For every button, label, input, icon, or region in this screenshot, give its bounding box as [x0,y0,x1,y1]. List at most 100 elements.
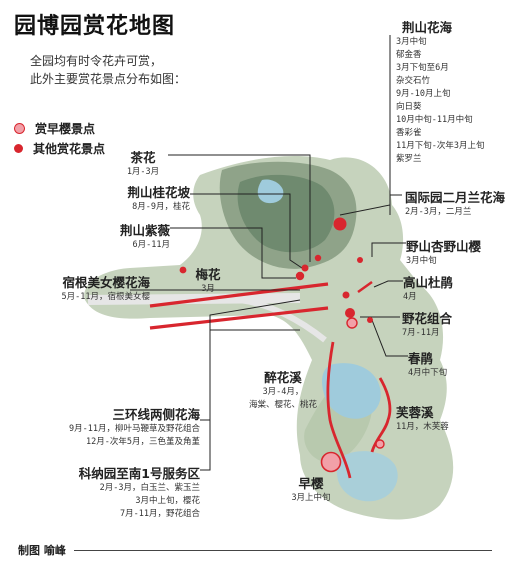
label-kena: 科纳园至南1号服务区 2月-3月，白玉兰、紫玉兰 3月中上旬，樱花 7月-11月… [6,463,200,521]
detail-line: 3月下旬至6月 [396,63,449,73]
map-title: 园博园赏花地图 [14,14,176,39]
marker-yehua-pink[interactable] [346,317,358,329]
flower-bands [149,280,392,479]
marker-zaoying[interactable] [320,451,342,473]
guoji-details: 2月-3月，二月兰 [405,207,472,217]
label-meihua: 梅花 3月 [188,264,228,296]
zuihuaxi-name: 醉花溪 [264,370,302,385]
guoji-name: 国际园二月兰花海 [405,190,506,205]
meihua-name: 梅花 [195,267,221,282]
ziwei-name: 荆山紫薇 [119,223,170,238]
chunjuan-name: 春鹃 [408,351,434,366]
red-dot-icon [14,143,23,153]
sanhuan-details: 9月-11月，柳叶马鞭草及野花组合 [69,424,200,434]
southern-lake [336,451,398,502]
leader-dujuan [373,280,403,288]
label-guoji: 国际园二月兰花海 2月-3月，二月兰 [405,187,505,219]
legend-other-flowers-label: 其他赏花景点 [33,141,106,156]
map-legend: 赏早樱景点 其他赏花景点 [14,118,105,158]
suxin-name: 宿根美女樱花海 [62,275,150,290]
suxin-details: 5月-11月，宿根美女樱 [61,292,150,302]
legend-other-flowers: 其他赏花景点 [14,138,105,158]
zuihuaxi-band [326,341,352,479]
detail-line: 3月中旬 [396,37,427,47]
detail-line: 11月下旬-次年3月上旬 [396,141,485,151]
jingshan-huahai-name: 荆山花海 [402,20,453,35]
leader-kena [200,329,300,471]
zaoying-name: 早樱 [298,476,324,491]
pink-dot-icon [14,122,25,134]
label-xingshanying: 野山杏野山樱 3月中旬 [406,236,481,268]
credit-text: 制图 喻峰 [18,544,66,557]
leader-lines [130,35,408,471]
kena-details: 3月中上旬，樱花 [135,496,200,506]
sanhuan-band-south [149,306,329,330]
xingshanying-name: 野山杏野山樱 [406,239,482,254]
park-terrain [84,155,454,520]
marker-ziwei[interactable] [295,271,305,281]
marker-guihuapo[interactable] [301,264,309,272]
xingshanying-details: 3月中旬 [406,256,437,266]
zuihuaxi-details: 海棠、樱花、桃花 [248,400,317,410]
yehua-name: 野花组合 [402,311,453,326]
flower-markers [179,217,385,473]
sanhuan-details: 12月-次年5月，三色堇及角堇 [86,437,200,447]
marker-yehua-red[interactable] [345,308,355,318]
marker-xingshanying[interactable] [357,257,363,263]
marker-chahua[interactable] [314,254,322,262]
label-suxin: 宿根美女樱花海 5月-11月，宿根美女樱 [20,272,150,304]
leader-chunjuan [371,319,408,357]
label-sanhuan: 三环线两侧花海 9月-11月，柳叶马鞭草及野花组合 12月-次年5月，三色堇及角… [6,404,200,449]
zuihuaxi-details: 3月-4月， [262,387,304,397]
marker-furongxi[interactable] [375,439,385,449]
leader-xingshanying [371,242,406,257]
label-dujuan: 高山杜鹃 4月 [403,272,453,304]
furongxi-name: 芙蓉溪 [396,405,434,420]
detail-line: 香彩雀 [396,128,422,138]
sanhuan-name: 三环线两侧花海 [112,407,200,422]
ziwei-details: 6月-11月 [132,240,170,250]
detail-line: 向日葵 [396,102,422,112]
dujuan-band [357,280,373,294]
label-furongxi: 芙蓉溪 11月，木芙蓉 [396,402,449,434]
furongxi-details: 11月，木芙蓉 [396,422,449,432]
meihua-details: 3月 [201,284,215,294]
intro-line-1: 全园均有时令花卉可赏， [30,54,163,68]
label-yehua: 野花组合 7月-11月 [402,308,452,340]
intro-line-2: 此外主要赏花景点分布如图： [30,72,187,86]
label-chunjuan: 春鹃 4月中下旬 [408,348,447,380]
dujuan-name: 高山杜鹃 [403,275,454,290]
label-guihuapo: 荆山桂花坡 8月-9月，桂花 [80,182,190,214]
detail-line: 杂交石竹 [396,76,431,86]
map-credit: 制图 喻峰 [18,542,492,558]
kena-name: 科纳园至南1号服务区 [78,466,200,481]
detail-line: 郁金香 [396,50,422,60]
detail-line: 10月中旬-11月中旬 [396,115,473,125]
leader-guihuapo [190,193,303,269]
chahua-name: 茶花 [130,150,156,165]
marker-meihua[interactable] [179,266,187,274]
leader-ziwei [170,227,296,279]
label-jingshan-huahai: 荆山花海 3月中旬 郁金香 3月下旬至6月 杂交石竹 9月-10月上旬 向日葵 … [396,17,484,166]
guihuapo-details: 8月-9月，桂花 [132,202,190,212]
guihuapo-name: 荆山桂花坡 [127,185,190,200]
label-zuihuaxi: 醉花溪 3月-4月， 海棠、樱花、桃花 [238,367,328,412]
dujuan-details: 4月 [403,292,417,302]
marker-dujuan[interactable] [342,291,350,299]
chahua-details: 1月-3月 [126,167,160,177]
label-zaoying: 早樱 3月上中旬 [278,473,344,505]
north-pond [257,179,284,204]
kena-details: 7月-11月，野花组合 [120,509,200,519]
marker-chunjuan[interactable] [367,317,373,323]
kena-details: 2月-3月，白玉兰、紫玉兰 [99,483,200,493]
leader-guoji [389,194,402,215]
detail-line: 9月-10月上旬 [396,89,451,99]
chunjuan-details: 4月中下旬 [408,368,448,378]
leader-chahua [168,154,311,262]
marker-guoji[interactable] [333,217,347,231]
sanhuan-band-north [149,282,329,308]
label-chahua: 茶花 1月-3月 [118,147,168,179]
jingshan-huahai-details: 3月中旬 郁金香 3月下旬至6月 杂交石竹 9月-10月上旬 向日葵 10月中旬… [396,36,484,166]
